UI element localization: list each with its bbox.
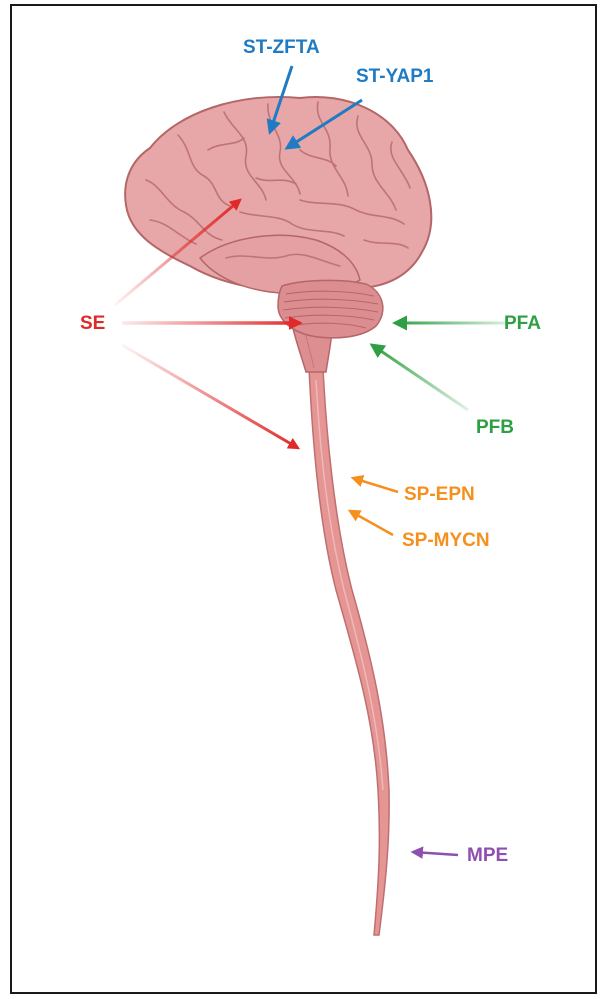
label-sp-epn: SP-EPN	[404, 485, 475, 504]
label-sp-mycn: SP-MYCN	[402, 531, 490, 550]
label-se: SE	[80, 314, 105, 333]
spinal-cord-illustration	[309, 368, 389, 935]
label-st-yap1: ST-YAP1	[356, 67, 433, 86]
label-st-zfta: ST-ZFTA	[243, 38, 320, 57]
cerebellum-illustration	[278, 280, 383, 337]
label-pfa: PFA	[504, 314, 541, 333]
arrow-pfb	[372, 345, 468, 410]
arrow-mpe	[413, 852, 458, 855]
brain-illustration	[125, 97, 431, 294]
arrow-se-spinal	[122, 345, 298, 448]
label-mpe: MPE	[467, 846, 508, 865]
label-pfb: PFB	[476, 418, 514, 437]
arrow-sp-epn	[353, 478, 398, 492]
arrow-sp-mycn	[350, 511, 393, 535]
